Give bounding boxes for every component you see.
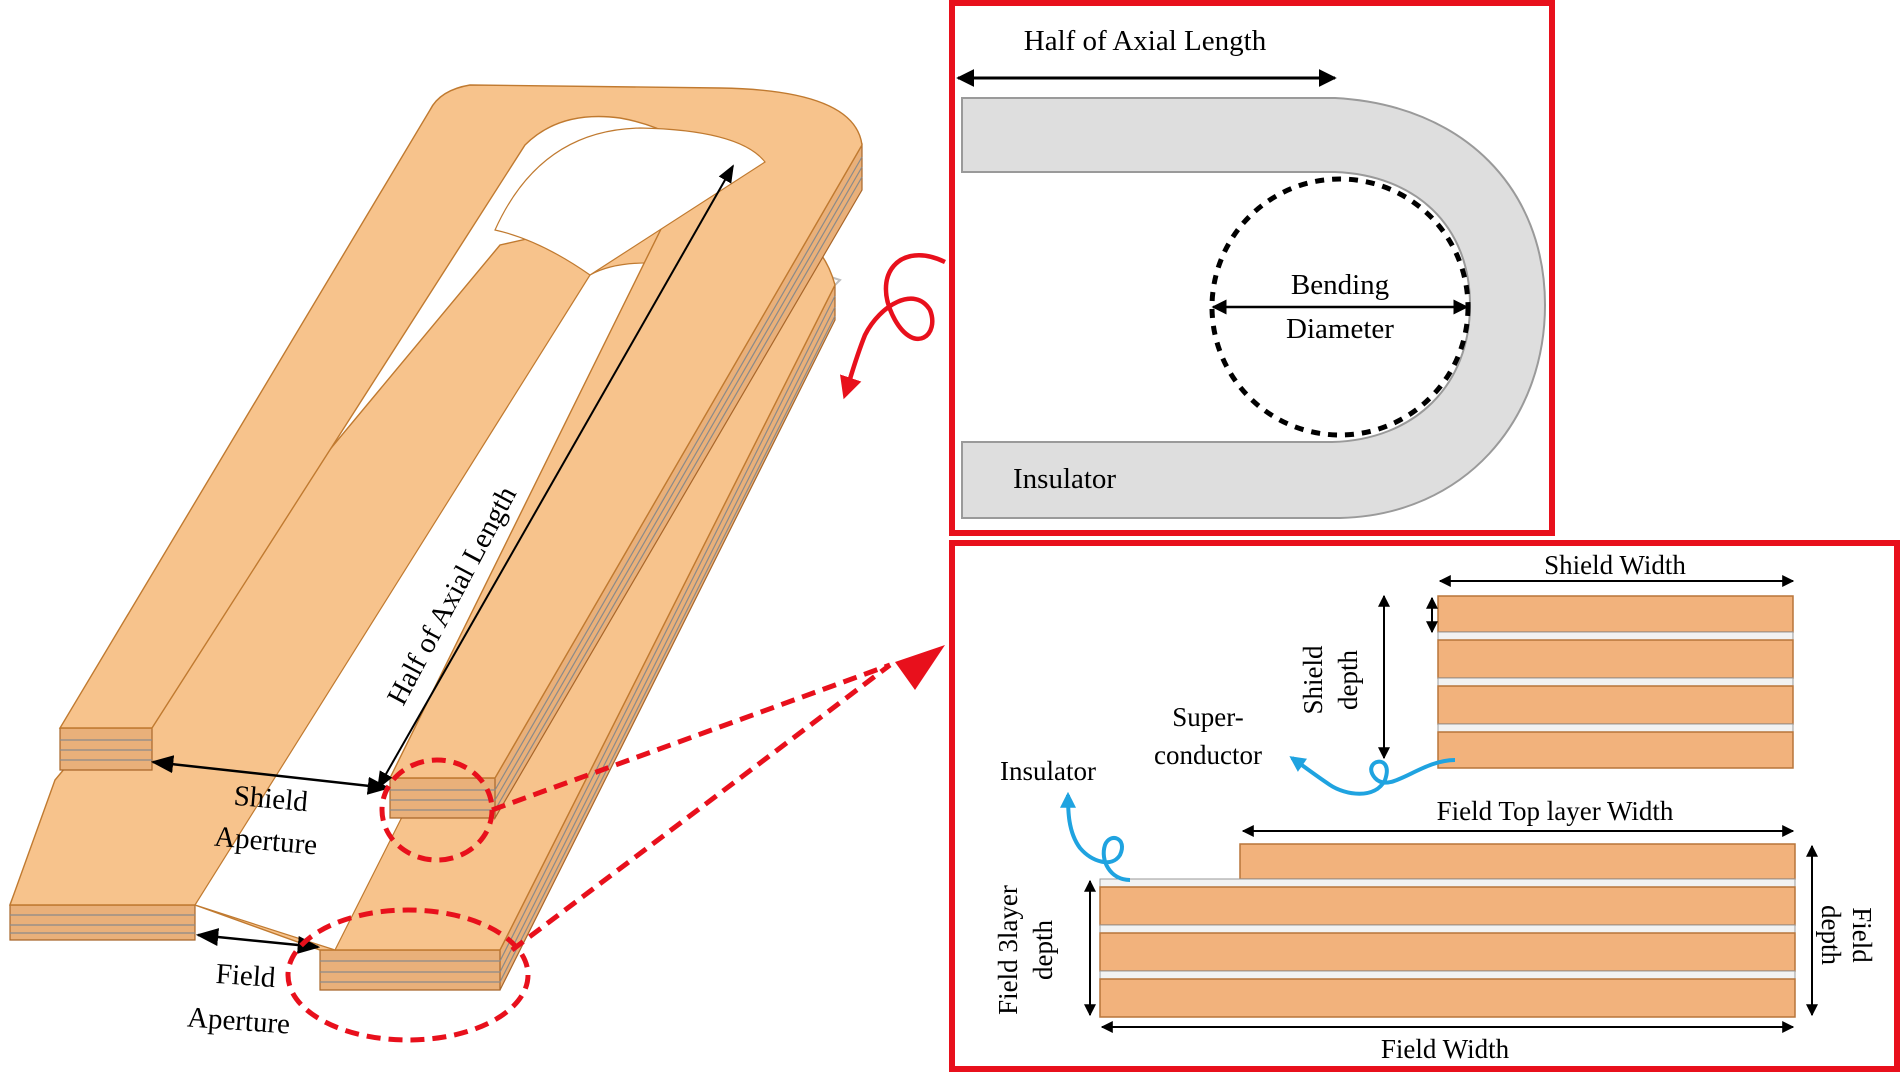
shield-aperture-label-1: Shield <box>232 780 309 818</box>
bending-label-1: Bending <box>1291 269 1389 301</box>
field-aperture-label-1: Field <box>215 958 277 994</box>
field-depth-label-1: Field <box>1847 907 1877 963</box>
shield-depth-label-2: depth <box>1333 650 1363 710</box>
bend-curl-arrow <box>840 253 946 400</box>
field-top-width-label: Field Top layer Width <box>1437 796 1674 826</box>
cross-section-insulator-label: Insulator <box>1000 756 1096 786</box>
field-depth-label-2: depth <box>1816 905 1846 965</box>
insulator-bend <box>961 97 1547 519</box>
field-3layer-depth-label-1: Field 3layer <box>993 885 1023 1015</box>
bending-label-2: Diameter <box>1286 313 1394 345</box>
field-aperture-arrow <box>195 928 321 954</box>
shield-depth-label-1: Shield <box>1298 645 1328 715</box>
superconductor-label-1: Super- <box>1172 702 1243 732</box>
callout-link-upper <box>491 662 891 813</box>
bend-insulator-label: Insulator <box>1013 463 1116 495</box>
insulator-curl <box>1060 791 1131 882</box>
shield-stack <box>1437 595 1794 769</box>
bend-detail-panel: Half of Axial Length Bending Diameter In… <box>949 0 1555 536</box>
shield-width-label: Shield Width <box>1544 550 1686 580</box>
bend-axial-length-label: Half of Axial Length <box>1024 25 1267 57</box>
field-callout-circle <box>285 907 531 1043</box>
field-stack <box>1099 843 1796 1018</box>
shield-aperture-arrow <box>150 755 391 795</box>
superconductor-curl <box>1289 756 1456 796</box>
callout-arrowhead <box>895 645 945 690</box>
coil-3d-view: Half of Axial Length Shield Aperture Fie… <box>9 84 946 1043</box>
field-width-label: Field Width <box>1381 1034 1510 1064</box>
superconductor-label-2: conductor <box>1154 740 1262 770</box>
field-aperture-label-2: Aperture <box>186 1001 291 1040</box>
axial-length-arrow <box>377 164 734 790</box>
field-3layer-depth-label-2: depth <box>1028 920 1058 980</box>
callout-link-lower <box>510 663 892 952</box>
cross-section-panel: Shield Width Shield depth Super- conduct… <box>949 540 1900 1072</box>
